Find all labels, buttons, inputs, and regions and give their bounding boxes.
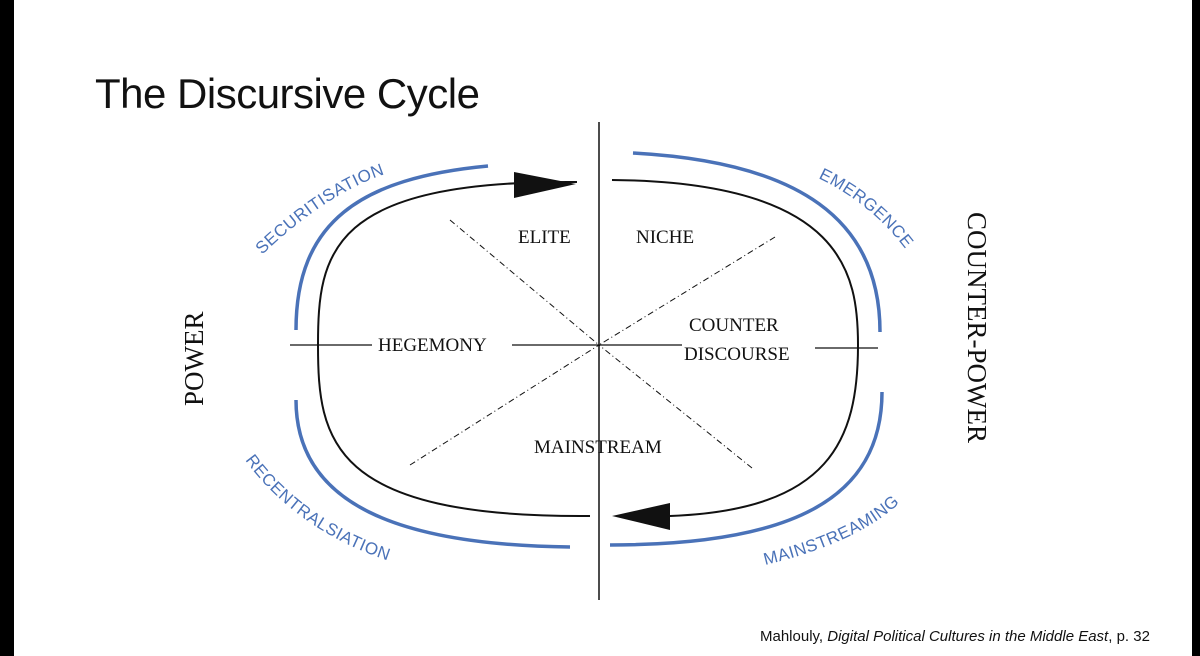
citation: Mahlouly, Digital Political Cultures in … — [760, 628, 1150, 645]
recentralisation-arc — [294, 399, 571, 549]
cycle-left-half — [316, 180, 591, 518]
securitisation-label: SECURITISATION — [252, 160, 387, 258]
power-label: POWER — [179, 312, 209, 407]
counter-power-label: COUNTER-POWER — [962, 212, 992, 443]
diagonal-niche — [598, 236, 776, 346]
discourse-label: DISCOURSE — [684, 344, 790, 365]
emergence-label: EMERGENCE — [816, 165, 917, 252]
arrowhead-top — [514, 172, 576, 198]
mainstream-label: MAINSTREAM — [534, 437, 662, 458]
mainstreaming-label: MAINSTREAMING — [762, 491, 903, 569]
diagonal-lower-left — [409, 344, 600, 466]
mainstreaming-arc — [609, 391, 884, 547]
counter-label: COUNTER — [689, 315, 779, 336]
citation-page: , p. 32 — [1108, 628, 1150, 645]
citation-author: Mahlouly, — [760, 628, 828, 645]
arrowhead-bottom — [612, 503, 670, 530]
hegemony-label: HEGEMONY — [378, 335, 487, 356]
emergence-arc — [632, 151, 882, 333]
elite-label: ELITE — [518, 227, 571, 248]
niche-label: NICHE — [636, 227, 694, 248]
left-border — [0, 0, 14, 656]
cycle-right-half — [611, 179, 860, 517]
citation-work: Digital Political Cultures in the Middle… — [827, 628, 1109, 645]
securitisation-arc — [294, 164, 489, 331]
right-border — [1192, 0, 1200, 656]
slide-title: The Discursive Cycle — [95, 70, 480, 117]
